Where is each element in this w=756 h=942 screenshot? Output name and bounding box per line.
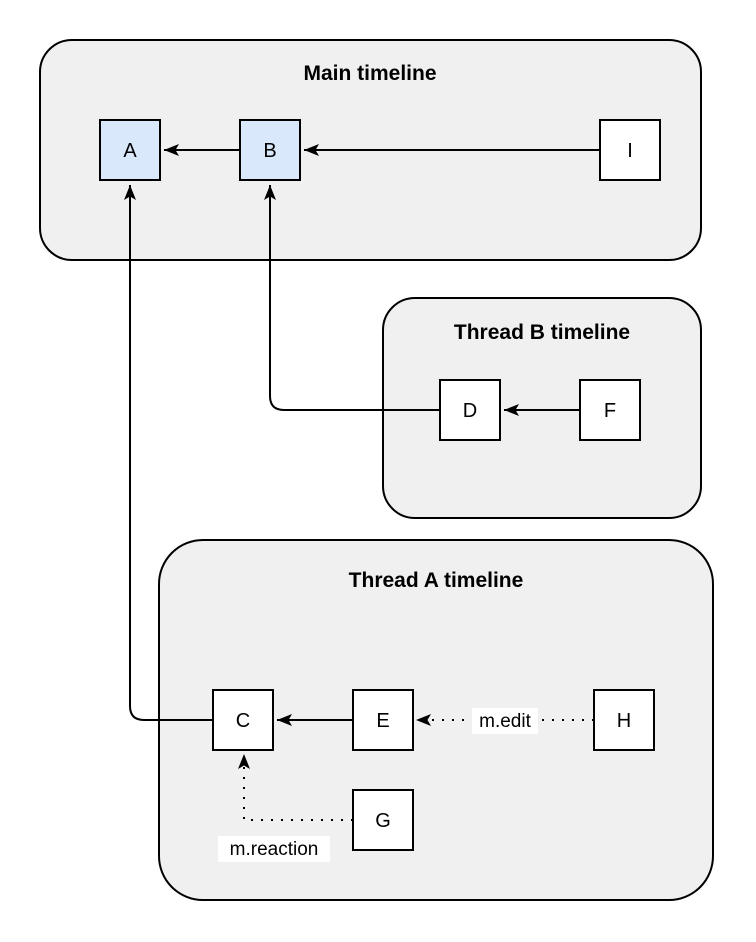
node-b-box: [239, 119, 301, 181]
node-e-box: [352, 689, 414, 751]
node-g-box: [352, 789, 414, 851]
node-a-box: [99, 119, 161, 181]
node-e: E: [352, 689, 414, 751]
edge-label-m-edit-bg: [472, 708, 538, 734]
node-a: A: [99, 119, 161, 181]
node-g: G: [352, 789, 414, 851]
node-d: D: [439, 379, 501, 441]
node-c-label: C: [236, 710, 250, 732]
node-e-label: E: [376, 710, 389, 732]
node-f-label: F: [604, 400, 616, 422]
node-h-label: H: [617, 710, 631, 732]
node-f-box: [579, 379, 641, 441]
edge-label-m-reaction: m.reaction: [218, 836, 330, 862]
node-i: I: [599, 119, 661, 181]
group-thread-a-timeline-title: Thread A timeline: [349, 569, 524, 592]
edge-label-m-edit-text: m.edit: [479, 711, 531, 732]
node-i-label: I: [627, 140, 633, 162]
node-c: C: [212, 689, 274, 751]
node-g-label: G: [375, 810, 391, 832]
node-b: B: [239, 119, 301, 181]
group-thread-b-timeline-title: Thread B timeline: [454, 321, 630, 344]
node-h: H: [593, 689, 655, 751]
node-d-label: D: [463, 400, 477, 422]
node-c-box: [212, 689, 274, 751]
node-a-label: A: [123, 140, 137, 162]
node-d-box: [439, 379, 501, 441]
node-h-box: [593, 689, 655, 751]
node-f: F: [579, 379, 641, 441]
node-b-label: B: [263, 140, 276, 162]
edge-c-to-a: [124, 185, 213, 721]
group-thread-b-timeline: [382, 297, 702, 519]
edge-label-m-reaction-bg: [218, 836, 330, 862]
edge-label-m-reaction-text: m.reaction: [230, 839, 319, 860]
group-main-timeline-title: Main timeline: [303, 62, 436, 85]
node-i-box: [599, 119, 661, 181]
edge-d-to-b: [264, 185, 440, 411]
edge-label-m-edit: m.edit: [472, 708, 538, 734]
